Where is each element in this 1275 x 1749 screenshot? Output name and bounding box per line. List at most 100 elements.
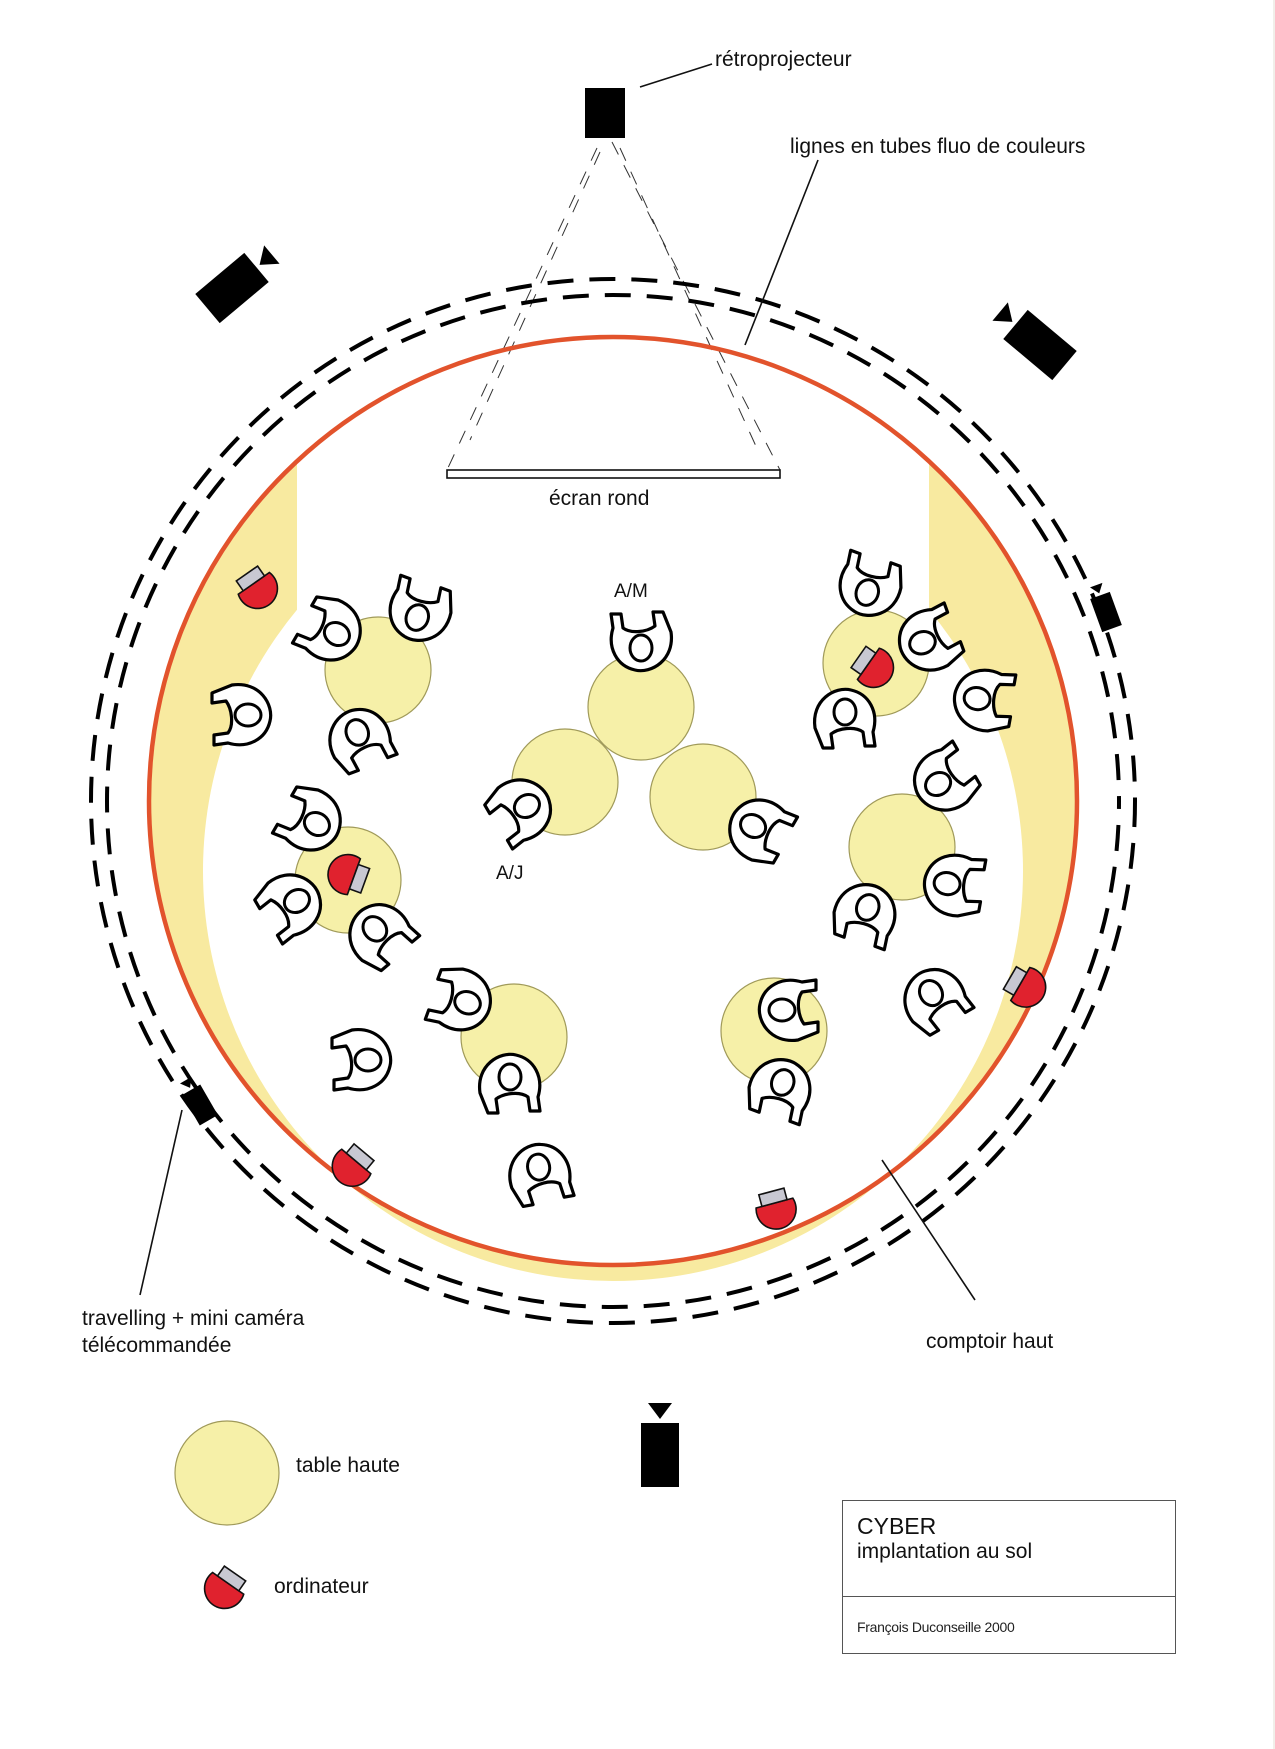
camera-body: [195, 252, 269, 324]
person-figure: [330, 1028, 393, 1092]
camera-lens: [259, 245, 280, 265]
person-head: [302, 810, 331, 838]
camera-icon: [641, 1403, 679, 1487]
camera-body: [1090, 591, 1122, 633]
tables-layer: [294, 609, 956, 1091]
legend-computer-label: ordinateur: [274, 1575, 369, 1598]
camera-lens: [179, 1076, 192, 1088]
computer-screen: [235, 564, 266, 592]
computer-body: [237, 571, 279, 610]
legend-table-label: table haute: [296, 1454, 400, 1477]
person-head: [512, 792, 541, 820]
person-figure: [508, 1142, 576, 1208]
camera-lens: [992, 302, 1013, 322]
camera-body: [1003, 309, 1077, 381]
person-head: [353, 1047, 383, 1073]
camera-body: [182, 1084, 218, 1126]
person-head: [924, 770, 953, 798]
camera-icon: [195, 245, 280, 324]
computer-icon: [849, 645, 895, 689]
person-figure: [388, 573, 453, 642]
person-head: [628, 633, 654, 663]
computer-body: [327, 853, 362, 896]
person-head: [769, 1068, 796, 1097]
projector-beam-left-outer: [446, 147, 598, 471]
projector-icon: [585, 88, 625, 138]
author-credit: François Duconseille 2000: [857, 1619, 1015, 1635]
neon-lines-label: lignes en tubes fluo de couleurs: [790, 135, 1085, 158]
person-figure: [348, 903, 422, 973]
legend-table-swatch: [174, 1420, 280, 1526]
legend-computer-swatch: [203, 1564, 247, 1610]
projector-leader-line: [639, 63, 713, 88]
projector-beam-right-b: [469, 151, 601, 441]
person-head: [361, 915, 389, 943]
title-block: CYBER implantation au sol François Ducon…: [842, 1500, 1176, 1654]
travelling-leader-line: [139, 1109, 183, 1296]
person-figure: [922, 853, 988, 918]
person-figure: [210, 683, 273, 747]
travelling-rail-inner: [105, 293, 1121, 1309]
computer-screen: [757, 1187, 789, 1208]
computer-icon: [235, 564, 279, 610]
people-layer: [210, 548, 1018, 1208]
computer-screen: [348, 863, 371, 895]
person-head: [962, 686, 992, 712]
computer-body: [331, 1148, 372, 1188]
computer-body: [856, 647, 895, 689]
person-figure: [270, 785, 342, 852]
neon-ring: [146, 334, 1080, 1268]
computer-icon: [327, 853, 371, 896]
project-subtitle: implantation au sol: [857, 1540, 1033, 1563]
person-head: [932, 871, 962, 897]
computers-layer: [235, 564, 1047, 1230]
projector-group: [446, 63, 781, 471]
person-figure: [832, 883, 897, 952]
person-head: [322, 620, 351, 648]
projector-beam-left-inner: [611, 141, 781, 471]
person-head: [854, 893, 881, 922]
camera-lens: [1090, 582, 1103, 594]
person-figure: [290, 595, 362, 662]
person-figure: [253, 873, 322, 946]
project-title: CYBER: [857, 1513, 937, 1539]
travelling-label-line1: travelling + mini caméra: [82, 1307, 305, 1330]
person-head: [854, 578, 881, 607]
person-figure: [913, 739, 982, 812]
person-figure: [952, 668, 1018, 733]
computer-icon: [1002, 965, 1047, 1008]
counter-leader-line: [881, 1159, 976, 1301]
scan-edge: [1273, 0, 1275, 1749]
camera-lens: [648, 1403, 672, 1419]
person-figure: [897, 601, 966, 672]
person-figure: [728, 798, 800, 865]
travelling-label-line2: télécommandée: [82, 1334, 231, 1357]
person-figure: [478, 1052, 542, 1115]
person-head: [453, 989, 482, 1016]
computer-body: [1009, 966, 1047, 1008]
camera-body: [641, 1423, 679, 1487]
camera-icon: [992, 302, 1077, 381]
person-figure: [423, 967, 492, 1032]
seat-aj-label: A/J: [496, 863, 523, 884]
computer-icon: [331, 1142, 376, 1188]
person-head: [739, 812, 768, 840]
person-head: [908, 629, 937, 656]
person-figure: [747, 1058, 812, 1127]
round-screen: [446, 469, 781, 479]
person-head: [526, 1152, 552, 1182]
screen-label: écran rond: [549, 487, 649, 510]
person-head: [832, 697, 858, 727]
person-figure: [903, 968, 976, 1037]
camera-icon: [179, 1076, 218, 1126]
computer-screen: [849, 645, 877, 676]
person-head: [917, 979, 945, 1008]
neon-leader-line: [744, 159, 819, 346]
person-head: [497, 1062, 523, 1092]
person-figure: [838, 548, 903, 617]
travelling-rail-outer: [89, 277, 1137, 1325]
counter-band: [150, 463, 1075, 1281]
computer-screen: [345, 1142, 376, 1171]
person-head: [344, 718, 371, 747]
